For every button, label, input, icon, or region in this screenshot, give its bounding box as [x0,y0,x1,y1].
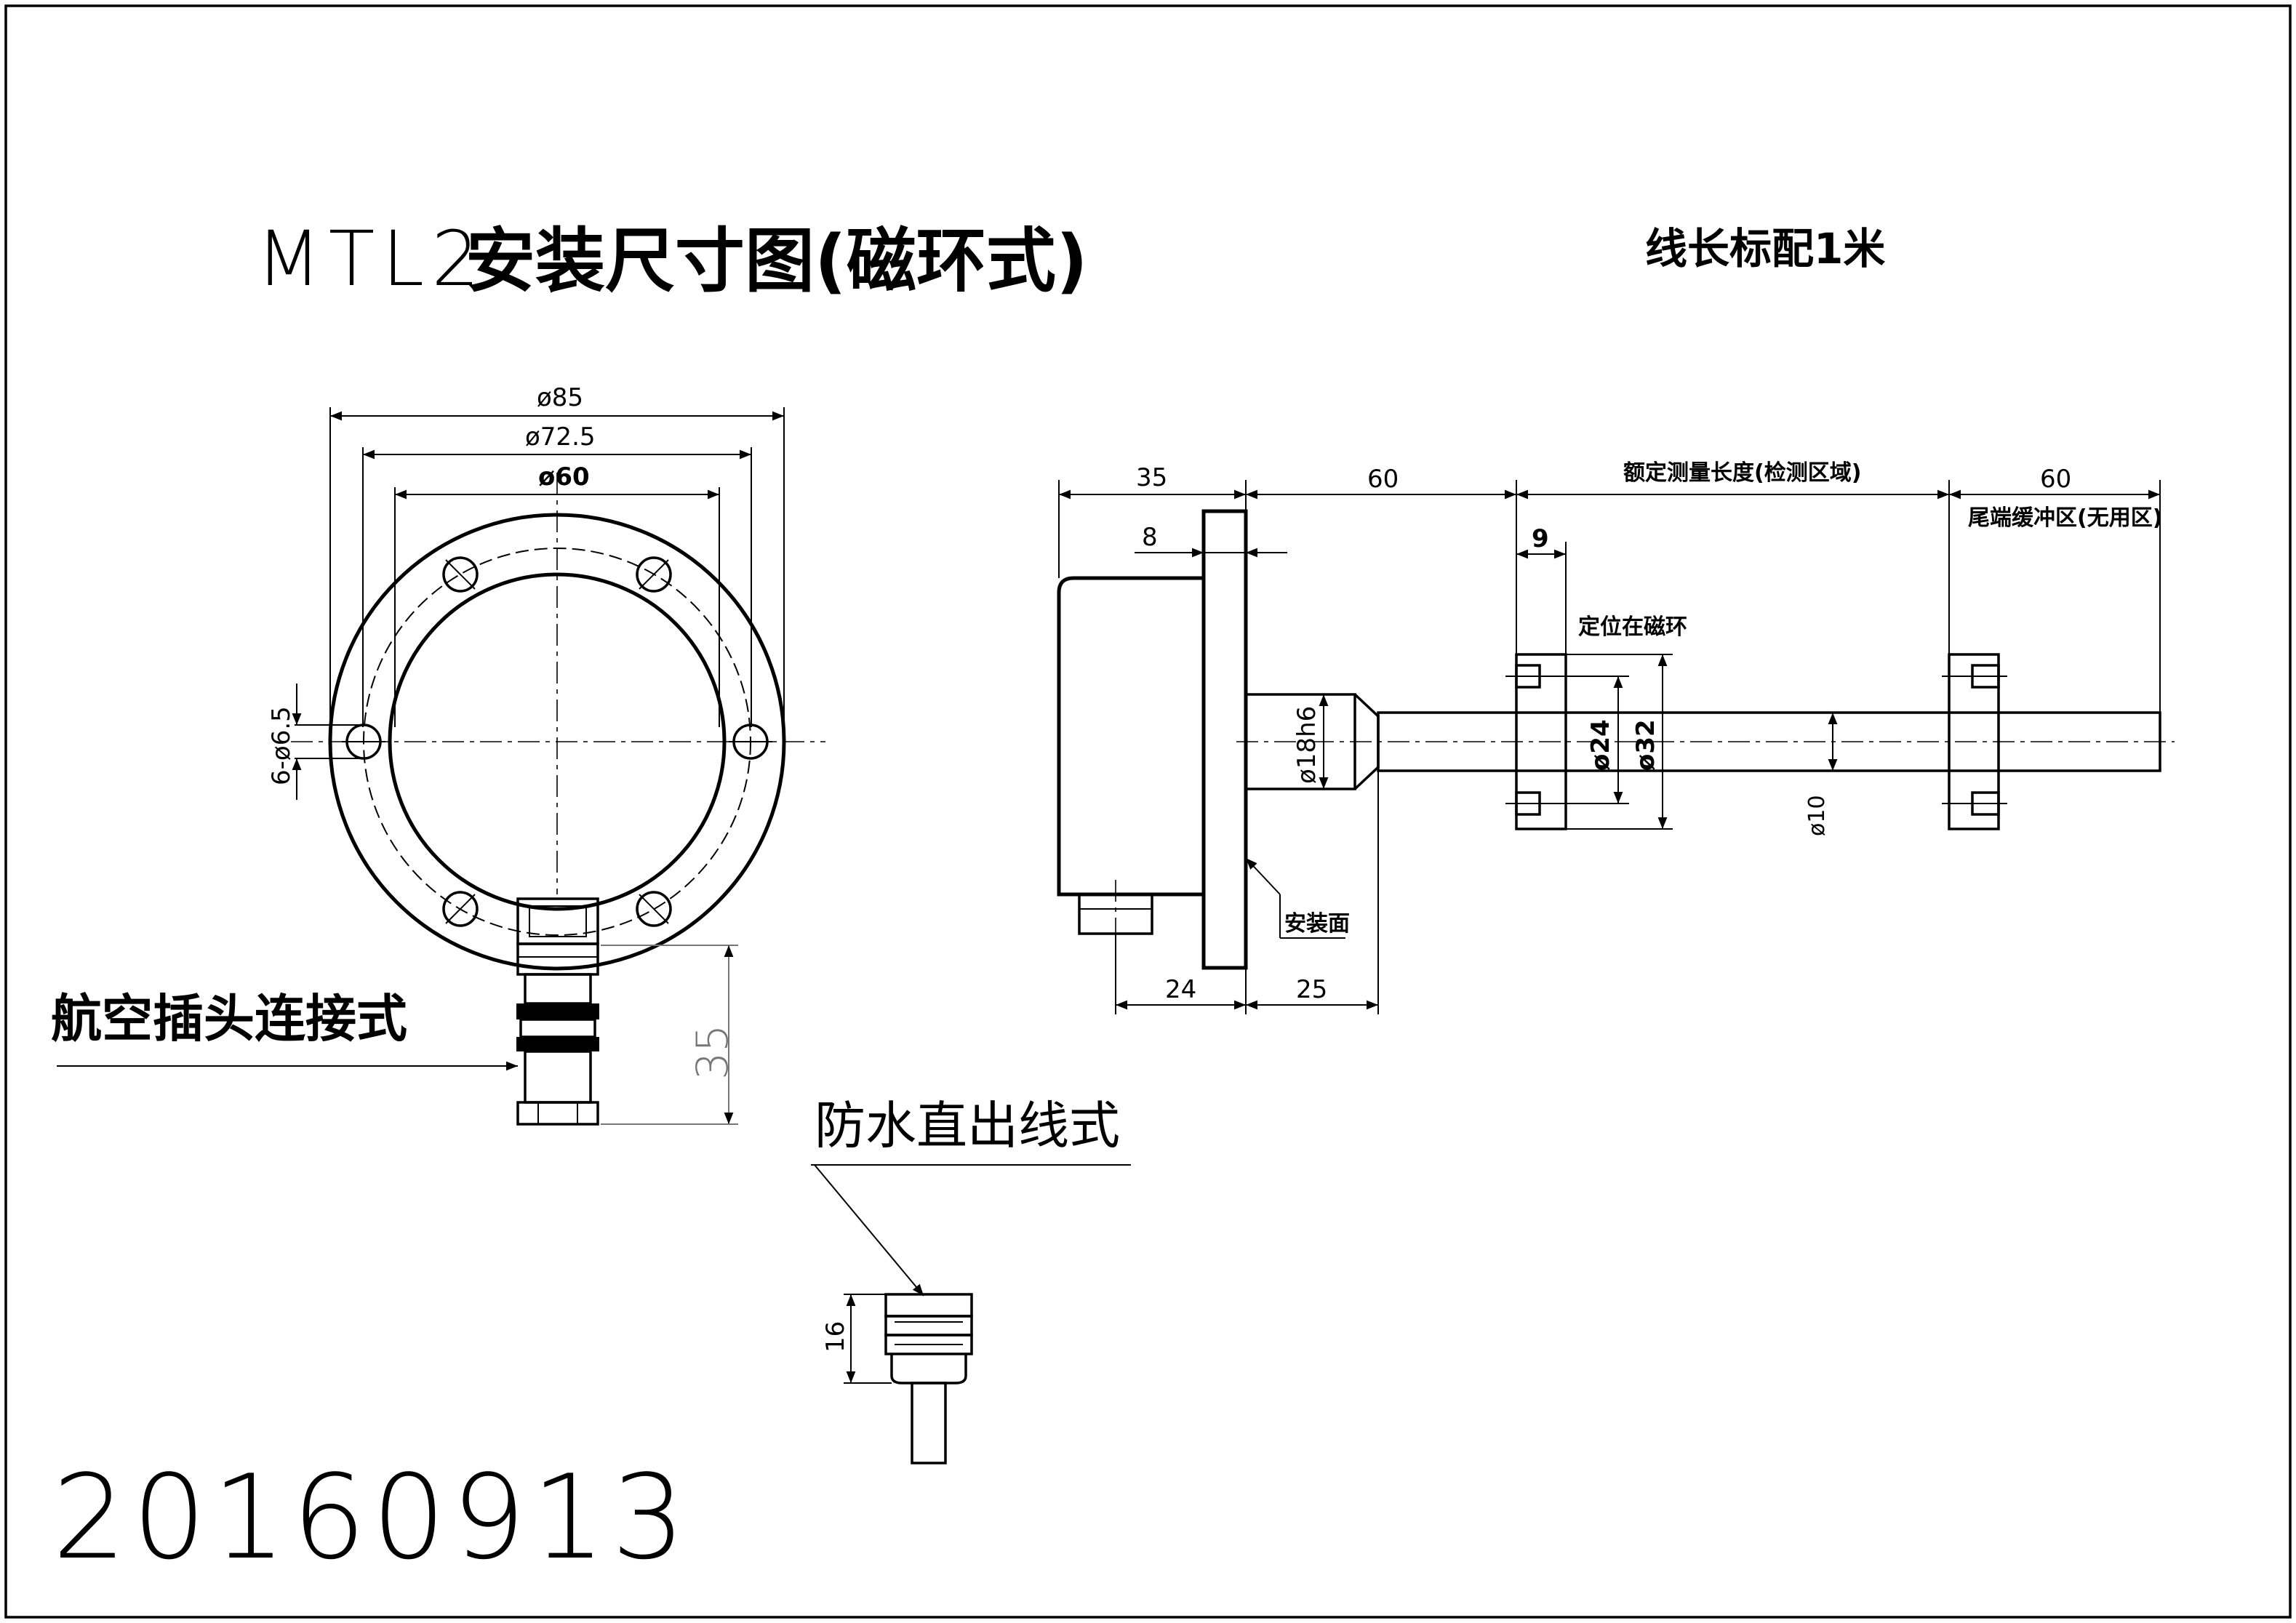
buffer-zone-label: 尾端缓冲区(无用区) [1968,505,2162,531]
cable-length-note: 线长标配1米 [1645,224,1885,273]
buffer-ring [1942,653,2007,830]
mounting-flange [1201,509,1248,970]
bolt-hole [636,556,672,593]
dim-60-left: 60 [1367,465,1399,494]
bolt-hole [636,891,672,927]
drawing-date: 20160913 [52,1449,691,1585]
title-text: 安装尺寸图(磁环式) [465,220,1088,302]
cable-gland-view: 防水直出线式 16 [811,1096,1131,1464]
cable-lead [911,1382,947,1464]
housing [1057,576,1206,897]
dim-24: 24 [1165,975,1196,1004]
front-dimensions: ø85 ø72.5 ø60 6-ø6.5 [267,383,785,800]
title-model: MTL2 [256,215,487,303]
connector-band [516,1037,599,1051]
dim-dia-24: ø24 [1586,719,1615,771]
bolt-holes [342,556,772,927]
cable-gland-label: 防水直出线式 [815,1096,1120,1155]
dim-connector-35: 35 [687,1025,738,1080]
aviation-connector: 35 [516,897,738,1126]
dim-dia-18h6: ø18h6 [1292,706,1321,784]
dim-25: 25 [1296,975,1327,1004]
dim-dia-10: ø10 [1804,795,1830,836]
dim-gland-16: 16 [821,1321,850,1352]
dim-dia-32: ø32 [1631,719,1660,771]
side-view: 35 60 额定测量长度(检测区域) 60 尾端缓冲区(无用区) 8 9 定位在… [1057,460,2175,1014]
bolt-hole [442,891,479,927]
dim-8: 8 [1142,523,1158,552]
dim-60-right: 60 [2040,465,2071,494]
front-view: ø85 ø72.5 ø60 6-ø6.5 [51,383,825,1126]
dim-9: 9 [1532,524,1549,553]
bolt-hole [442,556,479,593]
measuring-length-label: 额定测量长度(检测区域) [1623,460,1861,486]
dim-dia-60: ø60 [538,462,590,492]
dim-dia-72-5: ø72.5 [525,422,596,452]
dim-35: 35 [1136,463,1167,492]
dim-dia-85: ø85 [537,383,583,412]
positioning-ring-label: 定位在磁环 [1578,614,1687,640]
connector-band [516,1003,599,1019]
mounting-face-label: 安装面 [1284,911,1350,937]
drawing-border [4,4,2292,1619]
dim-holes-6-dia-6-5: 6-ø6.5 [267,706,296,785]
magnet-ring [1505,653,1571,830]
aviation-plug-label: 航空插头连接式 [51,989,407,1049]
